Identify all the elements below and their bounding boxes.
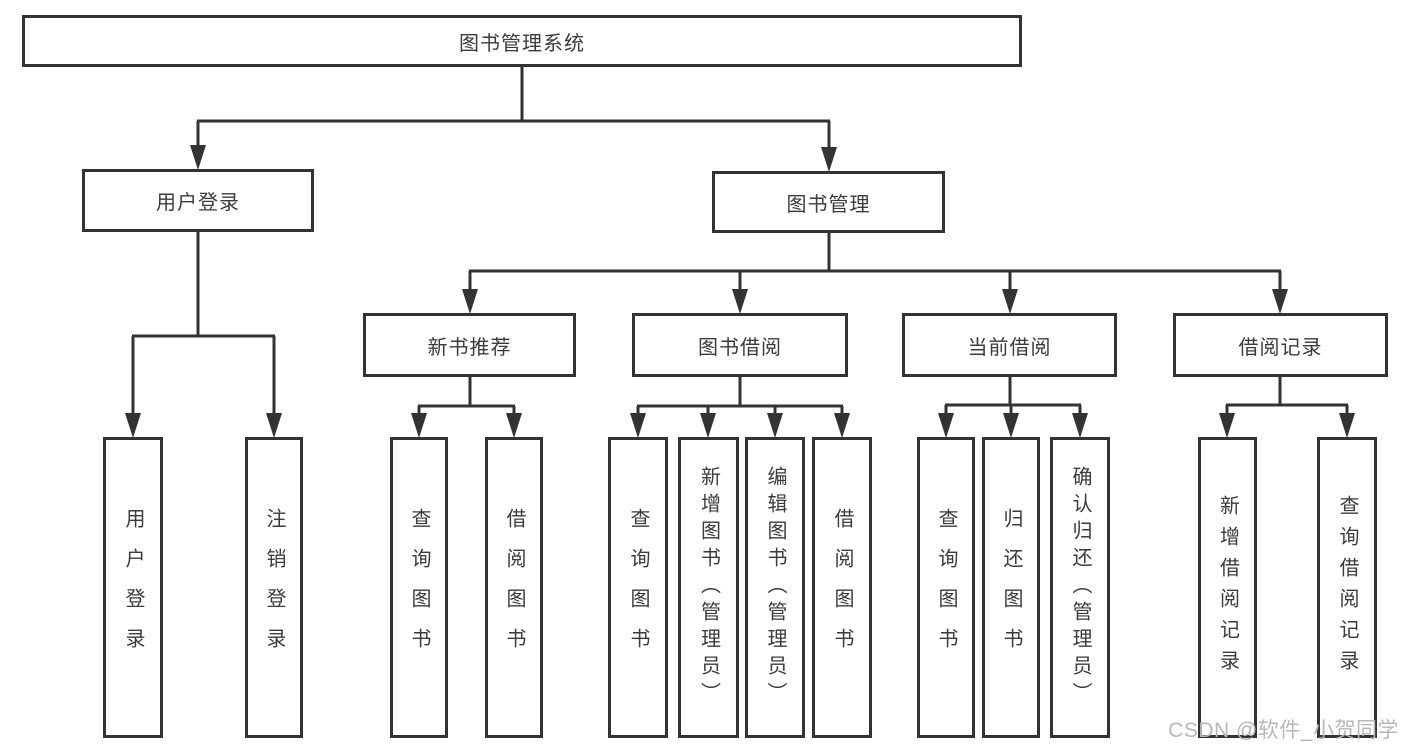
leaf-borrow-books-2-label: 借阅图书 — [831, 507, 853, 668]
leaf-query-books-3: 查询图书 — [917, 437, 975, 738]
node-library-management-system: 图书管理系统 — [22, 15, 1022, 67]
leaf-borrow-books-1: 借阅图书 — [485, 437, 543, 738]
leaf-edit-book-admin-label: 编辑图书（管理员） — [764, 466, 786, 709]
leaf-query-books-2: 查询图书 — [608, 437, 668, 738]
leaf-borrow-books-1-label: 借阅图书 — [503, 507, 525, 668]
leaf-query-borrow-record: 查询借阅记录 — [1317, 437, 1377, 738]
node-book-management: 图书管理 — [712, 171, 945, 233]
leaf-query-books-1: 查询图书 — [390, 437, 448, 738]
leaf-confirm-return-admin: 确认归还（管理员） — [1050, 437, 1110, 738]
leaf-query-books-2-label: 查询图书 — [627, 507, 649, 668]
leaf-user-login: 用户登录 — [103, 437, 163, 738]
leaf-add-borrow-record: 新增借阅记录 — [1198, 437, 1257, 738]
leaf-add-book-admin: 新增图书（管理员） — [678, 437, 739, 738]
node-user-login: 用户登录 — [82, 169, 314, 232]
leaf-confirm-return-admin-label: 确认归还（管理员） — [1069, 466, 1091, 709]
leaf-return-books: 归还图书 — [982, 437, 1040, 738]
leaf-user-login-label: 用户登录 — [122, 507, 144, 668]
leaf-logout-login-label: 注销登录 — [263, 507, 285, 668]
leaf-return-books-label: 归还图书 — [1000, 507, 1022, 668]
node-new-book-recommend: 新书推荐 — [363, 313, 576, 377]
node-book-borrow: 图书借阅 — [632, 313, 848, 377]
node-borrow-records: 借阅记录 — [1173, 313, 1388, 377]
leaf-add-borrow-record-label: 新增借阅记录 — [1216, 494, 1239, 681]
leaf-add-book-admin-label: 新增图书（管理员） — [697, 466, 720, 709]
leaf-edit-book-admin: 编辑图书（管理员） — [745, 437, 805, 738]
leaf-query-borrow-record-label: 查询借阅记录 — [1336, 494, 1358, 681]
leaf-query-books-3-label: 查询图书 — [935, 507, 957, 668]
leaf-borrow-books-2: 借阅图书 — [812, 437, 872, 738]
node-current-borrow: 当前借阅 — [902, 313, 1117, 377]
leaf-query-books-1-label: 查询图书 — [408, 507, 430, 668]
leaf-logout-login: 注销登录 — [245, 437, 303, 738]
csdn-watermark: CSDN @软件_小贺同学 — [1168, 719, 1399, 742]
